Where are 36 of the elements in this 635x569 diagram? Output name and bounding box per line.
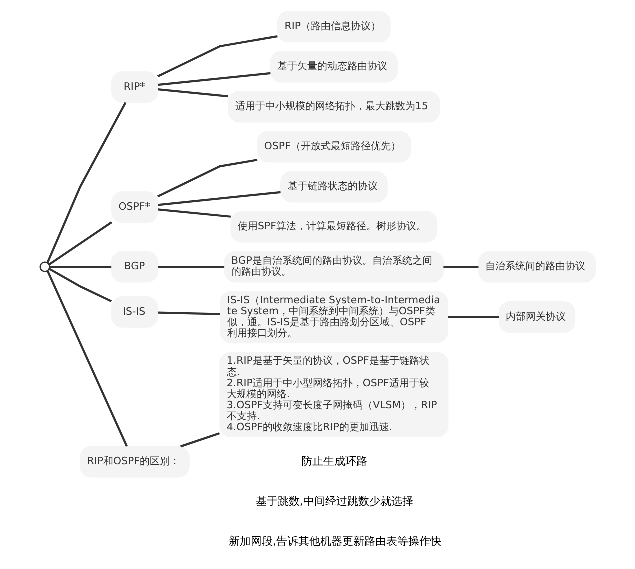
label: 基于跳数,中间经过跳数少就选择 [255, 494, 413, 508]
node-box: IS-IS（Intermediate System-to-Intermediate System，中间系统到中间系统）与OSPF类似，通。IS-IS是基于路由路划分区域、OSPF利用接口划分。 [220, 291, 448, 344]
connector [157, 72, 270, 86]
node-box: RIP* [111, 72, 158, 104]
connector [157, 208, 231, 218]
connector [180, 432, 220, 448]
connector [49, 266, 112, 268]
connector [157, 191, 280, 206]
node-box: 1.RIP是基于矢量的协议，OSPF是基于链路状态. 2.RIP适用于中小型网络拓扑，OSPF适用于较大规模的网络. 3.OSPF支持可变长度子网掩码（VLSM），RIP不支持. 4.OSPF的收敛速度比RIP的更加迅速. [219, 352, 448, 438]
node-box: 自治系统间的路由协议 [478, 251, 596, 283]
label: 新加网段,告诉其他机器更新路由表等操作快 [228, 534, 442, 548]
connector [156, 159, 258, 198]
connector [48, 268, 112, 302]
connector [158, 312, 220, 316]
label: 防止生成环路 [300, 454, 367, 468]
connector [158, 266, 224, 268]
node-box: RIP和OSPF的区别： [80, 446, 190, 478]
node-box: OSPF（开放式最短路径优先） [256, 131, 411, 163]
connector [156, 36, 278, 78]
node-box: 内部网关协议 [498, 302, 576, 334]
node-box: BGP [111, 251, 158, 283]
node-box: RIP（路由信息协议） [277, 11, 390, 43]
node-box: 基于链路状态的协议 [280, 171, 388, 203]
connector [443, 266, 478, 268]
node-box: 使用SPF算法，计算最短路径。树形协议。 [230, 211, 438, 243]
node-circle [39, 262, 50, 272]
node-box: 基于矢量的动态路由协议 [270, 51, 398, 83]
connector [48, 222, 112, 266]
connector [46, 270, 128, 447]
node-box: OSPF* [111, 192, 158, 224]
node-box: 适用于中小规模的网络拓扑，最大跳数为15 [228, 91, 440, 123]
connector [448, 316, 499, 318]
connector [157, 88, 228, 98]
connector [46, 102, 126, 264]
node-box: IS-IS [111, 296, 158, 328]
node-box: BGP是自治系统间的路由协议。自治系统之间的路由协议。 [224, 251, 444, 283]
